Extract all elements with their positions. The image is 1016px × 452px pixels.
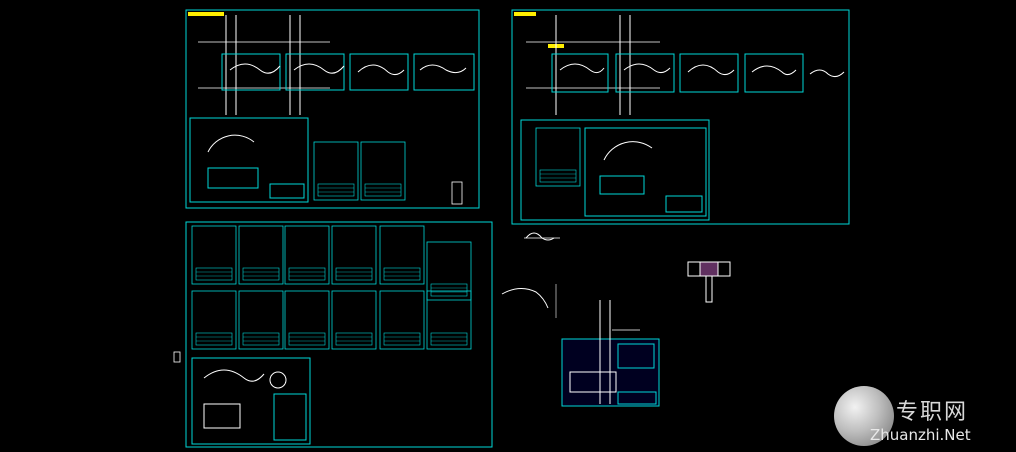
- detail-fragment-left[interactable]: [501, 284, 557, 318]
- watermark-brand-url: Zhuanzhi.Net: [870, 426, 971, 444]
- drawing-panel-bottom-center[interactable]: [561, 300, 660, 407]
- drawing-panel-top-left[interactable]: [185, 9, 480, 209]
- zhuanzhi-logo-icon: [834, 386, 894, 446]
- title-highlight: [188, 12, 224, 16]
- detail-fragment-wheel[interactable]: [687, 261, 731, 303]
- title-highlight: [514, 12, 536, 16]
- drawing-panel-bottom-left[interactable]: [173, 221, 493, 448]
- watermark-brand-cn: 专职网: [896, 400, 969, 425]
- detail-fragment-center[interactable]: [524, 232, 560, 241]
- drawing-panel-top-right[interactable]: [511, 9, 850, 225]
